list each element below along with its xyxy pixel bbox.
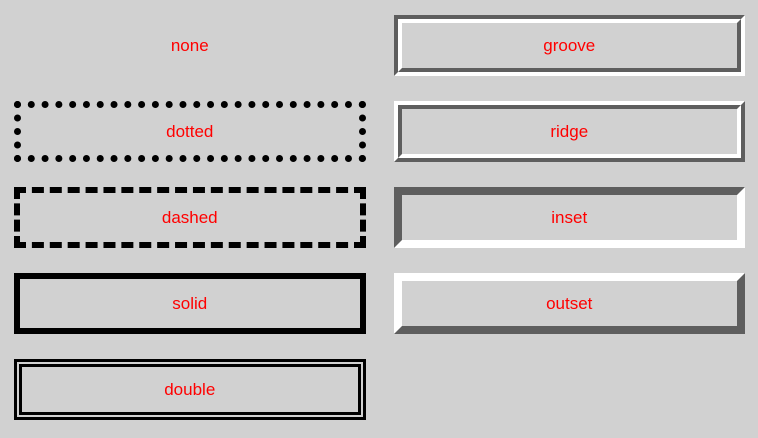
demo-grid: none dotted dashed solid double groove	[14, 15, 745, 438]
border-style-label-groove: groove	[543, 36, 596, 55]
border-style-box-double: double	[14, 359, 366, 420]
border-style-label-ridge: ridge	[550, 122, 589, 141]
groove-inner-bevel: groove	[397, 19, 741, 72]
border-style-box-solid: solid	[14, 273, 366, 334]
border-style-box-inset: inset	[393, 187, 745, 248]
right-column: groove ridge inset outset	[393, 15, 745, 438]
border-style-label-none: none	[170, 36, 209, 55]
border-style-label-dashed: dashed	[161, 208, 218, 227]
border-style-label-dotted: dotted	[166, 122, 214, 141]
border-style-label-inset: inset	[551, 208, 588, 227]
border-style-box-ridge: ridge	[393, 101, 745, 162]
border-style-label-solid: solid	[172, 294, 208, 313]
ridge-inner-bevel: ridge	[397, 105, 741, 158]
left-column: none dotted dashed solid double	[14, 15, 366, 438]
border-style-label-double: double	[164, 380, 216, 399]
border-style-label-outset: outset	[546, 294, 593, 313]
border-style-box-groove: groove	[393, 15, 745, 76]
border-style-box-dashed: dashed	[14, 187, 366, 248]
border-style-box-dotted: dotted	[14, 101, 366, 162]
border-style-box-outset: outset	[393, 273, 745, 334]
border-style-box-none: none	[14, 15, 366, 76]
